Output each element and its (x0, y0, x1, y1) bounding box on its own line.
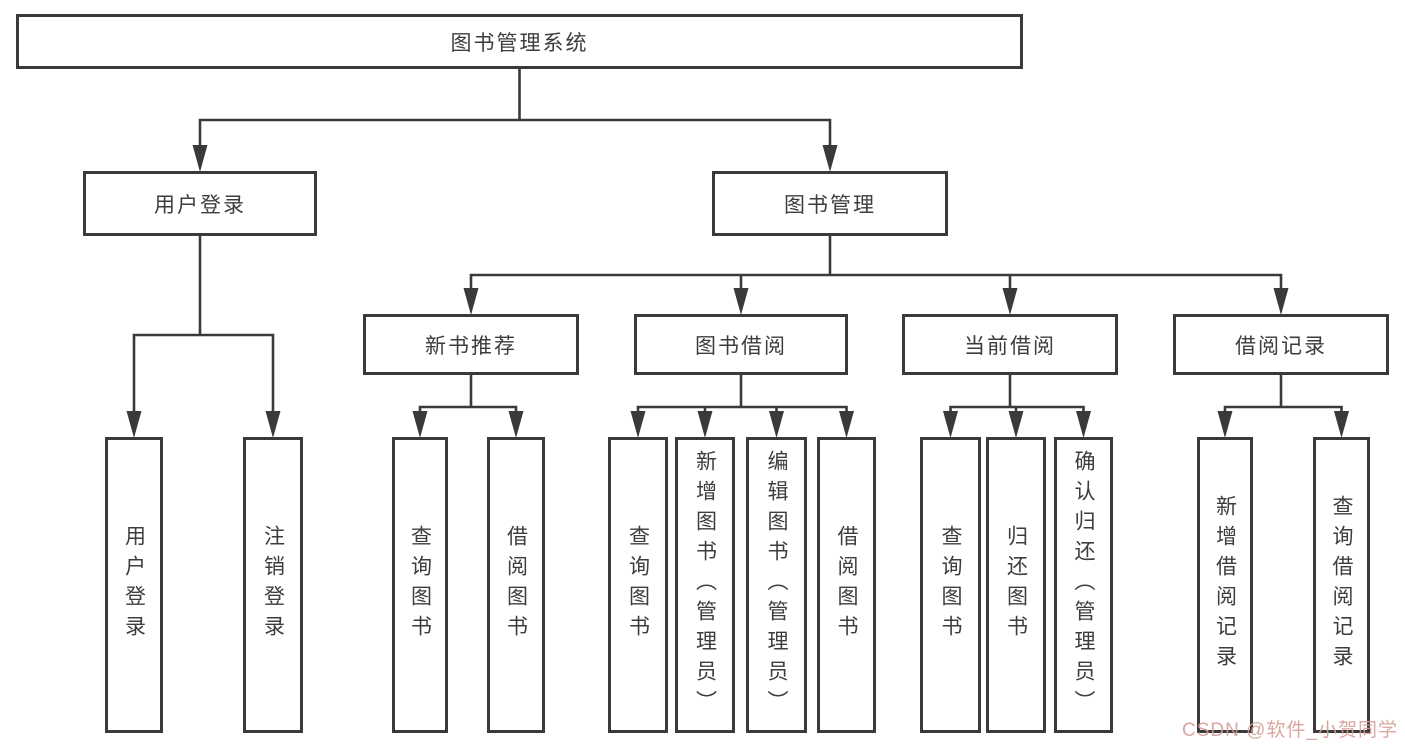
node-label: 查询图书 (626, 525, 650, 645)
arrowhead-down-icon (943, 411, 958, 438)
node-leaf-confirm-return: 确认归还（管理员） (1054, 437, 1113, 733)
node-leaf-add-books: 新增图书（管理员） (675, 437, 735, 733)
node-leaf-logout: 注销登录 (243, 437, 303, 733)
node-label: 查询图书 (939, 525, 962, 645)
arrowhead-down-icon (265, 411, 281, 438)
node-leaf-edit-books: 编辑图书（管理员） (746, 437, 807, 733)
node-label: 借阅图书 (835, 525, 858, 645)
node-label: 编辑图书（管理员） (765, 450, 788, 720)
node-label: 注销登录 (261, 525, 285, 645)
node-borrow-records: 借阅记录 (1173, 314, 1389, 375)
node-label: 新增借阅记录 (1213, 495, 1237, 675)
arrowhead-down-icon (733, 288, 749, 315)
node-leaf-query-books-2: 查询图书 (608, 437, 668, 733)
node-label: 确认归还（管理员） (1072, 450, 1095, 720)
node-root: 图书管理系统 (16, 14, 1023, 69)
node-label: 图书借阅 (695, 334, 787, 358)
node-leaf-user-login: 用户登录 (105, 437, 163, 733)
arrowhead-down-icon (630, 411, 646, 438)
node-book-mgmt: 图书管理 (712, 171, 948, 236)
node-leaf-borrow-books-2: 借阅图书 (817, 437, 876, 733)
node-label: 用户登录 (122, 525, 146, 645)
tree-edge-path (132, 67, 1343, 431)
node-leaf-query-books-1: 查询图书 (392, 437, 448, 733)
watermark: CSDN @软件_小贺同学 (1182, 720, 1398, 741)
arrowhead-down-icon (1273, 288, 1289, 315)
arrowhead-down-icon (1002, 288, 1018, 315)
node-label: 查询借阅记录 (1330, 495, 1353, 675)
arrowhead-down-icon (769, 411, 784, 438)
arrowhead-down-icon (126, 411, 142, 438)
node-label: 归还图书 (1004, 525, 1028, 645)
arrowhead-down-icon (192, 145, 208, 172)
arrowhead-down-icon (822, 145, 838, 172)
arrowhead-down-icon (1217, 411, 1233, 438)
node-label: 借阅图书 (504, 525, 528, 645)
node-leaf-query-books-3: 查询图书 (920, 437, 981, 733)
node-current-borrow: 当前借阅 (902, 314, 1118, 375)
arrowhead-down-icon (1008, 411, 1024, 438)
node-leaf-query-borrow-record: 查询借阅记录 (1313, 437, 1370, 733)
node-leaf-add-borrow-record: 新增借阅记录 (1197, 437, 1253, 733)
node-label: 新书推荐 (425, 334, 517, 358)
node-label: 图书管理 (784, 193, 876, 217)
node-label: 当前借阅 (964, 334, 1056, 358)
node-user-login: 用户登录 (83, 171, 317, 236)
arrowhead-down-icon (508, 411, 524, 438)
node-label: 用户登录 (154, 193, 246, 217)
node-label: 查询图书 (408, 525, 432, 645)
arrowhead-down-icon (1076, 411, 1091, 438)
arrowhead-down-icon (839, 411, 854, 438)
arrowhead-down-icon (1334, 411, 1349, 438)
node-book-borrow: 图书借阅 (634, 314, 848, 375)
arrowhead-down-icon (412, 411, 428, 438)
arrowhead-down-icon (463, 288, 479, 315)
arrowhead-down-icon (697, 411, 713, 438)
node-leaf-return-books: 归还图书 (986, 437, 1046, 733)
node-label: 借阅记录 (1235, 334, 1327, 358)
node-label: 新增图书（管理员） (693, 450, 717, 720)
node-leaf-borrow-books-1: 借阅图书 (487, 437, 545, 733)
node-new-book-rec: 新书推荐 (363, 314, 579, 375)
node-label: 图书管理系统 (450, 31, 589, 55)
